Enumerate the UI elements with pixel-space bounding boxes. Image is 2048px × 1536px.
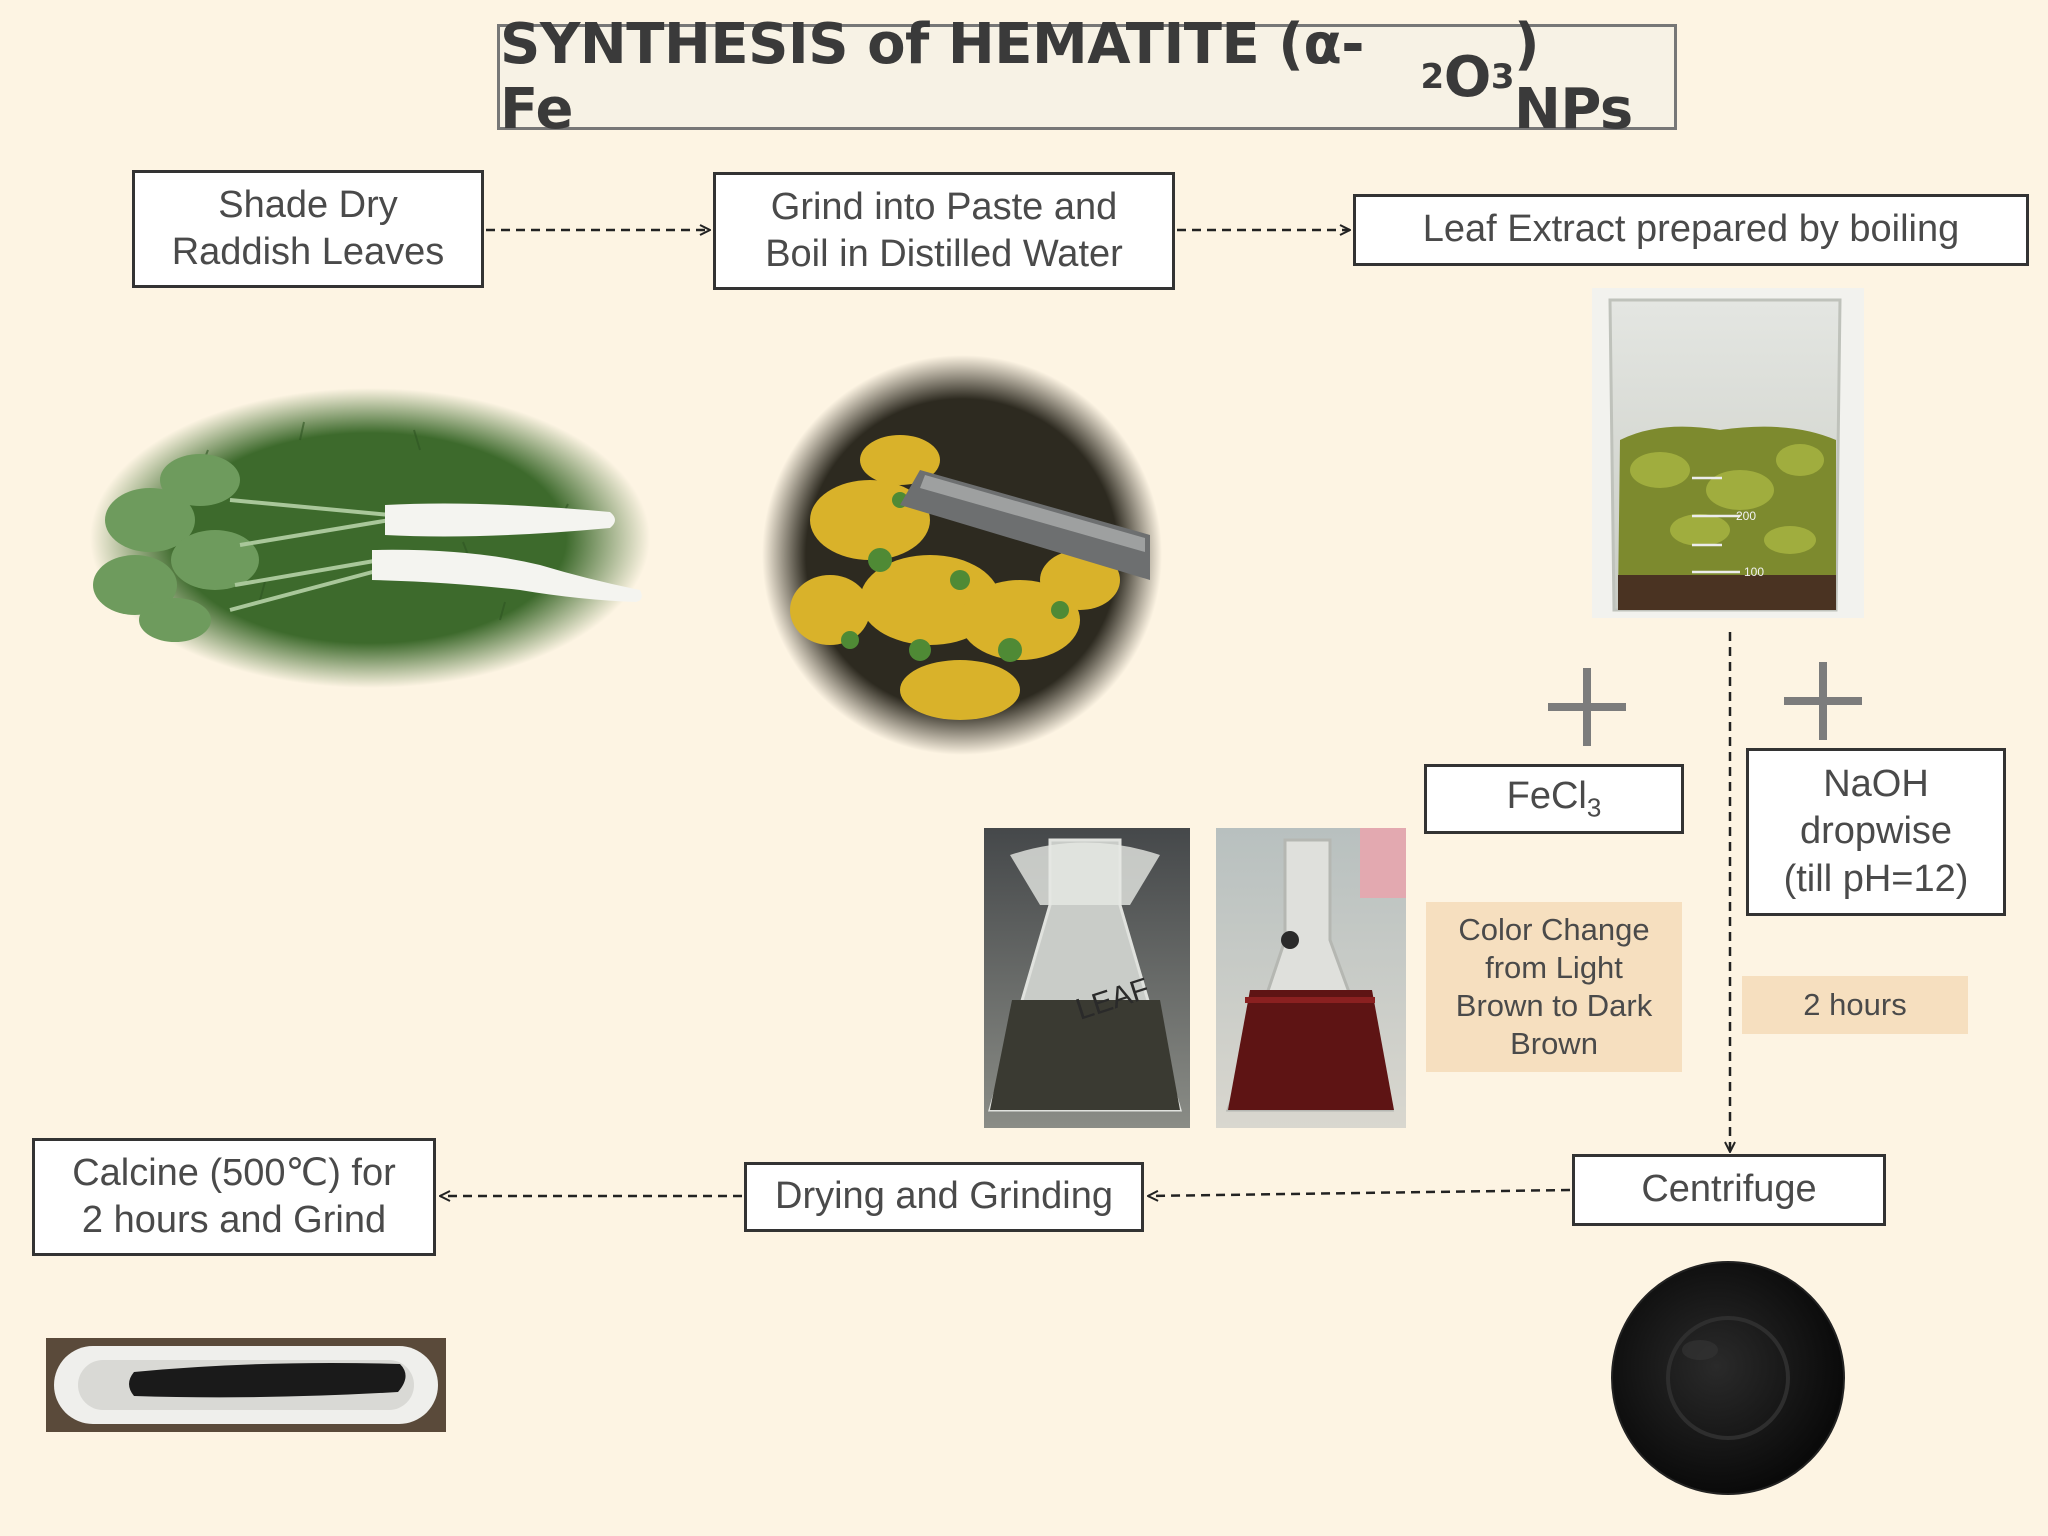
centrifuge-pellet-photo: [1611, 1261, 1845, 1495]
calcined-powder-photo: [46, 1338, 446, 1432]
step-leaf-extract: Leaf Extract prepared by boiling: [1353, 194, 2029, 266]
flask-dark-brown-photo: [1216, 828, 1406, 1128]
color-change-line4: Brown: [1510, 1025, 1598, 1061]
duration-label: 2 hours: [1803, 987, 1907, 1023]
step-calcine-line1: Calcine (500℃) for: [72, 1151, 396, 1194]
step-leaf-extract-label: Leaf Extract prepared by boiling: [1422, 208, 1960, 251]
flask-leaf-extract-photo: LEAF: [984, 828, 1190, 1128]
step-grind-line2: Boil in Distilled Water: [765, 233, 1123, 275]
title-mid: O: [1443, 44, 1492, 110]
arrow-centrifuge-to-drying: [1148, 1188, 1571, 1196]
step-drying-label: Drying and Grinding: [775, 1175, 1113, 1218]
leaf-paste-photo: [762, 355, 1162, 755]
step-grind-boil: Grind into Paste and Boil in Distilled W…: [713, 172, 1175, 290]
plus-icon-naoh: [1784, 662, 1862, 740]
beaker-mark-100: 100: [1744, 565, 1764, 579]
color-change-line2: from Light: [1485, 950, 1623, 986]
title-end: ) NPs: [1514, 12, 1633, 142]
color-change-note: Color Change from Light Brown to Dark Br…: [1426, 902, 1682, 1072]
step-calcine: Calcine (500℃) for 2 hours and Grind: [32, 1138, 436, 1256]
title-main: SYNTHESIS of HEMATITE (α-Fe: [500, 12, 1365, 142]
step-shade-dry-line1: Shade Dry: [218, 183, 398, 226]
step-grind-line1: Grind into Paste and: [770, 185, 1118, 228]
reagent-naoh-line3: (till pH=12): [1783, 857, 1969, 900]
step-drying-grinding: Drying and Grinding: [744, 1162, 1144, 1232]
reagent-naoh: NaOH dropwise (till pH=12): [1746, 748, 2006, 916]
step-shade-dry: Shade Dry Raddish Leaves: [132, 170, 484, 288]
color-change-line3: Brown to Dark: [1455, 988, 1653, 1023]
reagent-fecl3-label: FeCl3: [1506, 775, 1602, 824]
duration-note: 2 hours: [1742, 976, 1968, 1034]
reagent-fecl3: FeCl3: [1424, 764, 1684, 834]
step-centrifuge-label: Centrifuge: [1641, 1168, 1817, 1211]
beaker-photo: 200 100: [1592, 288, 1864, 618]
color-change-line1: Color Change: [1458, 912, 1650, 948]
step-calcine-line2: 2 hours and Grind: [81, 1199, 387, 1241]
beaker-mark-200: 200: [1736, 509, 1756, 523]
reagent-naoh-line2: dropwise: [1799, 810, 1953, 853]
reagent-naoh-line1: NaOH: [1823, 762, 1929, 805]
plus-icon-fecl3: [1548, 668, 1626, 746]
radish-photo: [90, 388, 650, 688]
step-centrifuge: Centrifuge: [1572, 1154, 1886, 1226]
step-shade-dry-line2: Raddish Leaves: [171, 231, 445, 273]
